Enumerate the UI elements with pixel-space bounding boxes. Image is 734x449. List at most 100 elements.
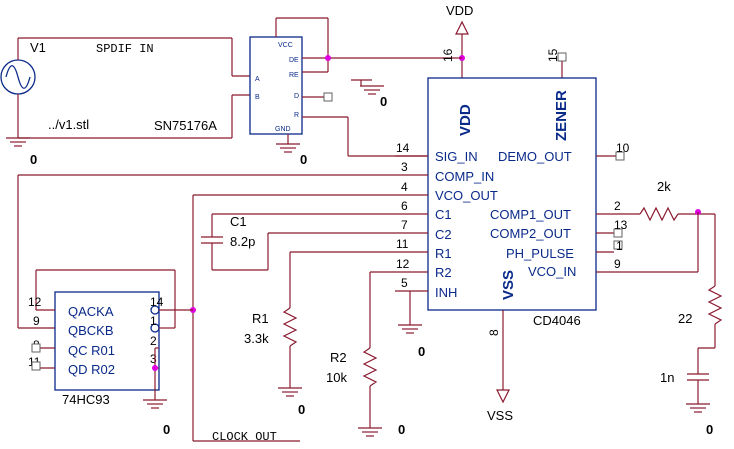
svg-text:VSS: VSS (487, 408, 513, 423)
ground-icon (5, 137, 31, 147)
v1-source[interactable]: V1 ../v1.stl 0 (0, 38, 89, 167)
ground-icon (275, 143, 301, 153)
svg-text:R1: R1 (435, 246, 452, 261)
cd4046-ic[interactable]: VDD ZENER VSS SIG_IN COMP_IN VCO_OUT C1 … (427, 77, 597, 328)
sn75176-ic[interactable]: VCC DE RE A B D R GND SN75176A (154, 36, 303, 135)
svg-text:PH_PULSE: PH_PULSE (506, 246, 574, 261)
svg-text:5: 5 (401, 276, 408, 290)
svg-text:22: 22 (678, 311, 692, 326)
svg-text:14: 14 (396, 141, 410, 155)
svg-text:0: 0 (706, 422, 713, 437)
hc93-ref: 74HC93 (62, 392, 110, 407)
svg-text:R2: R2 (435, 265, 452, 280)
svg-text:2k: 2k (657, 179, 671, 194)
svg-text:0: 0 (380, 94, 387, 109)
cd4046-ref: CD4046 (533, 313, 581, 328)
svg-text:0: 0 (300, 152, 307, 167)
svg-text:2: 2 (614, 199, 621, 213)
svg-text:SIG_IN: SIG_IN (435, 149, 478, 164)
svg-text:12: 12 (28, 295, 42, 309)
ground-icon (397, 324, 423, 334)
svg-text:QD R02: QD R02 (68, 362, 115, 377)
ground-icon (685, 403, 711, 413)
svg-text:15: 15 (546, 48, 560, 62)
svg-text:A: A (255, 76, 260, 83)
svg-text:3.3k: 3.3k (244, 331, 269, 346)
svg-text:VSS: VSS (500, 270, 517, 300)
svg-text:11: 11 (396, 237, 409, 251)
svg-text:VDD: VDD (457, 104, 474, 136)
svg-text:R: R (294, 112, 299, 119)
svg-text:9: 9 (614, 257, 621, 271)
svg-text:DE: DE (289, 57, 299, 64)
svg-text:COMP_IN: COMP_IN (435, 169, 494, 184)
svg-text:0: 0 (298, 402, 305, 417)
svg-text:C2: C2 (435, 227, 452, 242)
r3-resistor[interactable]: 2k (639, 179, 715, 222)
svg-text:10k: 10k (326, 370, 347, 385)
svg-text:C1: C1 (230, 214, 247, 229)
r2-resistor[interactable]: 0 R2 10k (326, 271, 405, 437)
svg-text:12: 12 (396, 257, 410, 271)
vdd-supply: VDD 16 (441, 3, 473, 78)
vss-supply: VSS 8 (487, 310, 513, 423)
svg-text:GND: GND (275, 126, 291, 133)
hc93-ic[interactable]: QACKA QBCKB QC R01 QD R02 74HC93 (54, 291, 160, 407)
svg-text:1: 1 (150, 314, 157, 328)
svg-text:9: 9 (33, 314, 40, 328)
r1-resistor[interactable]: 0 R1 3.3k (244, 251, 395, 417)
svg-text:16: 16 (441, 48, 455, 62)
svg-text:QBCKB: QBCKB (68, 323, 114, 338)
svg-text:8.2p: 8.2p (230, 234, 255, 249)
c1-capacitor[interactable]: C1 8.2p (201, 213, 395, 271)
svg-text:VCO_IN: VCO_IN (528, 264, 576, 279)
svg-text:RE: RE (289, 72, 299, 79)
v1-ref: V1 (30, 40, 46, 55)
svg-text:B: B (255, 94, 260, 101)
svg-text:INH: INH (435, 285, 457, 300)
svg-text:VCO_OUT: VCO_OUT (435, 188, 498, 203)
svg-text:3: 3 (150, 352, 157, 366)
svg-text:4: 4 (401, 180, 408, 194)
svg-text:DEMO_OUT: DEMO_OUT (498, 149, 572, 164)
svg-text:10: 10 (616, 141, 630, 155)
svg-text:2: 2 (150, 334, 157, 348)
svg-text:R2: R2 (330, 350, 347, 365)
svg-text:D: D (294, 93, 299, 100)
svg-text:0: 0 (418, 344, 425, 359)
svg-text:QACKA: QACKA (68, 304, 114, 319)
unconnected-pin-d (323, 92, 333, 102)
v1-stimulus: ../v1.stl (48, 117, 89, 132)
svg-text:1n: 1n (660, 370, 674, 385)
r4-resistor[interactable]: 22 (678, 285, 723, 349)
ground-icon (277, 387, 303, 397)
c2-capacitor[interactable]: 0 1n (660, 348, 713, 437)
svg-text:VDD: VDD (446, 3, 473, 18)
svg-text:ZENER: ZENER (553, 90, 570, 141)
ground-icon (142, 399, 168, 409)
sn75176-ref: SN75176A (154, 118, 217, 133)
svg-text:VCC: VCC (278, 42, 293, 49)
svg-text:13: 13 (614, 218, 628, 232)
v1-ground-label: 0 (30, 152, 37, 167)
svg-text:C1: C1 (435, 207, 452, 222)
svg-text:COMP1_OUT: COMP1_OUT (490, 207, 571, 222)
junction (325, 55, 331, 61)
svg-text:COMP2_OUT: COMP2_OUT (490, 226, 571, 241)
svg-text:8: 8 (487, 329, 501, 336)
ground-icon (359, 85, 385, 95)
svg-text:1: 1 (616, 239, 623, 253)
svg-text:3: 3 (401, 160, 408, 174)
svg-text:0: 0 (398, 422, 405, 437)
clock-out-net-label: CLOCK OUT (212, 430, 277, 444)
svg-text:7: 7 (401, 218, 408, 232)
svg-text:QC R01: QC R01 (68, 343, 115, 358)
svg-text:R1: R1 (252, 311, 269, 326)
svg-text:0: 0 (163, 422, 170, 437)
ground-icon (357, 427, 383, 437)
svg-text:6: 6 (401, 199, 408, 213)
svg-text:14: 14 (150, 295, 164, 309)
spdif-net-label: SPDIF IN (96, 42, 154, 56)
